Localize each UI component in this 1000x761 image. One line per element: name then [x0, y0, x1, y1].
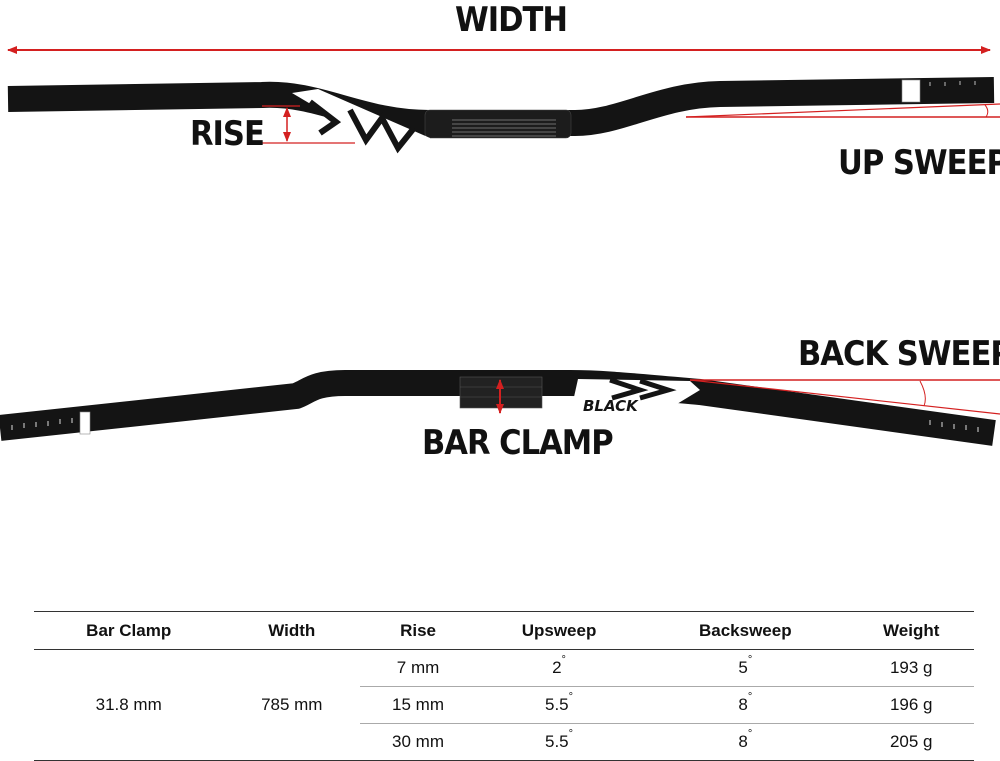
- header-upsweep: Upsweep: [475, 611, 643, 650]
- rise-indicator: [262, 105, 355, 144]
- header-width: Width: [223, 611, 361, 650]
- upsweep-indicator: [685, 103, 1000, 118]
- up-sweep-label: UP SWEEP: [838, 143, 1000, 183]
- back-sweep-label: BACK SWEEP: [798, 334, 1000, 374]
- width-label: WIDTH: [455, 0, 568, 40]
- handlebar-diagram: BLACK: [0, 46, 1000, 446]
- bar-clamp-value: 31.8 mm: [34, 649, 224, 761]
- upsweep-cell: 5.5°: [475, 723, 643, 761]
- backsweep-indicator: [689, 379, 1000, 415]
- weight-cell: 205 g: [848, 723, 974, 761]
- spec-table: Bar Clamp Width Rise Upsweep Backsweep W…: [34, 611, 974, 761]
- table-row: 31.8 mm 785 mm 7 mm 2° 5° 193 g: [34, 649, 974, 761]
- width-value: 785 mm: [223, 649, 361, 761]
- backsweep-cell: 8°: [642, 686, 849, 724]
- backsweep-cell: 5°: [642, 649, 849, 687]
- backsweep-cell: 8°: [642, 723, 849, 761]
- header-weight: Weight: [848, 611, 974, 650]
- rise-cell: 7 mm: [360, 649, 476, 687]
- bar-clamp-label: BAR CLAMP: [422, 423, 614, 463]
- handlebar-front-view: [7, 77, 995, 158]
- rise-cell: 15 mm: [360, 686, 476, 724]
- decal-text: BLACK: [583, 397, 639, 415]
- rise-label: RISE: [190, 114, 265, 154]
- weight-cell: 193 g: [848, 649, 974, 687]
- spec-header-row: Bar Clamp Width Rise Upsweep Backsweep W…: [34, 611, 974, 650]
- weight-cell: 196 g: [848, 686, 974, 724]
- rise-cell: 30 mm: [360, 723, 476, 761]
- upsweep-cell: 5.5°: [475, 686, 643, 724]
- header-rise: Rise: [360, 611, 476, 650]
- table-row: 15 mm 5.5° 8° 196 g: [34, 686, 974, 724]
- header-backsweep: Backsweep: [642, 611, 849, 650]
- upsweep-cell: 2°: [475, 649, 643, 687]
- table-row: 30 mm 5.5° 8° 205 g: [34, 723, 974, 761]
- header-bar-clamp: Bar Clamp: [34, 611, 224, 650]
